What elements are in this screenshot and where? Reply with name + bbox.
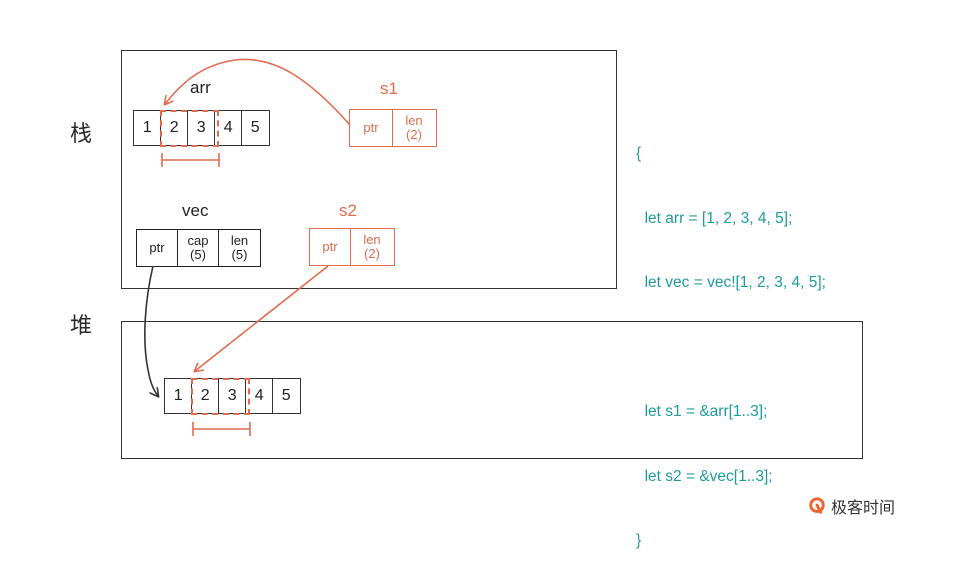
- s2-len-cell: len(2): [349, 228, 395, 266]
- code-line: let arr = [1, 2, 3, 4, 5];: [636, 209, 793, 227]
- brand-name: 极客时间: [831, 498, 896, 517]
- code-block: { let arr = [1, 2, 3, 4, 5]; let vec = v…: [636, 100, 826, 573]
- vec-cap-cell: cap(5): [176, 229, 220, 267]
- s2-ptr-text: ptr: [322, 239, 338, 254]
- arr-range-bar: [161, 153, 220, 167]
- code-line: let s2 = &vec[1..3];: [636, 467, 773, 485]
- s2-ptr-cell: ptr: [309, 228, 351, 266]
- arrows-overlay: [144, 58, 351, 436]
- s1-ptr-text: ptr: [363, 120, 379, 135]
- stack-label: 栈: [70, 122, 93, 147]
- code-line: {: [636, 145, 642, 162]
- vec-to-heap-arrow: [144, 265, 158, 396]
- s1-len-value: (2): [406, 127, 422, 142]
- heap-range-bar: [192, 422, 251, 436]
- vec-len-label: len: [230, 233, 249, 248]
- stack-box: [121, 50, 617, 289]
- code-line: }: [636, 532, 642, 549]
- s1-ptr-cell: ptr: [349, 109, 393, 147]
- code-line: let s1 = &arr[1..3];: [636, 403, 768, 420]
- s1-to-arr-arrow: [165, 58, 351, 126]
- s1-len-cell: len(2): [391, 109, 437, 147]
- s1-fat-pointer: ptr len(2): [349, 109, 437, 147]
- brand-logo: 极客时间: [808, 494, 895, 518]
- heap-slice-highlight: [191, 378, 250, 415]
- s1-len-label: len: [405, 113, 423, 128]
- code-line: let vec = vec![1, 2, 3, 4, 5];: [636, 274, 826, 291]
- s2-fat-pointer: ptr len(2): [309, 228, 395, 266]
- vec-len-value: (5): [231, 247, 248, 262]
- arr-cell: 5: [241, 110, 270, 146]
- heap-cell: 1: [164, 378, 193, 414]
- vec-triple: ptr cap(5) len(5): [136, 229, 261, 267]
- s2-len-value: (2): [364, 246, 380, 261]
- s2-label: s2: [339, 201, 357, 220]
- geektime-logo-icon: [809, 497, 825, 514]
- vec-ptr-cell: ptr: [136, 229, 178, 267]
- code-line: [636, 337, 826, 359]
- vec-cap-label: cap: [187, 233, 209, 248]
- vec-len-cell: len(5): [218, 229, 261, 267]
- s2-to-heap-arrow: [195, 265, 329, 371]
- heap-cell: 5: [272, 378, 301, 414]
- vec-ptr-text: ptr: [149, 240, 165, 255]
- s1-label: s1: [380, 79, 398, 98]
- vec-label: vec: [182, 201, 209, 220]
- vec-cap-value: (5): [190, 247, 206, 262]
- heap-label: 堆: [70, 314, 93, 339]
- arr-slice-highlight: [160, 110, 219, 147]
- arr-label: arr: [190, 78, 211, 97]
- s2-len-label: len: [363, 232, 381, 247]
- heap-box: [121, 321, 863, 459]
